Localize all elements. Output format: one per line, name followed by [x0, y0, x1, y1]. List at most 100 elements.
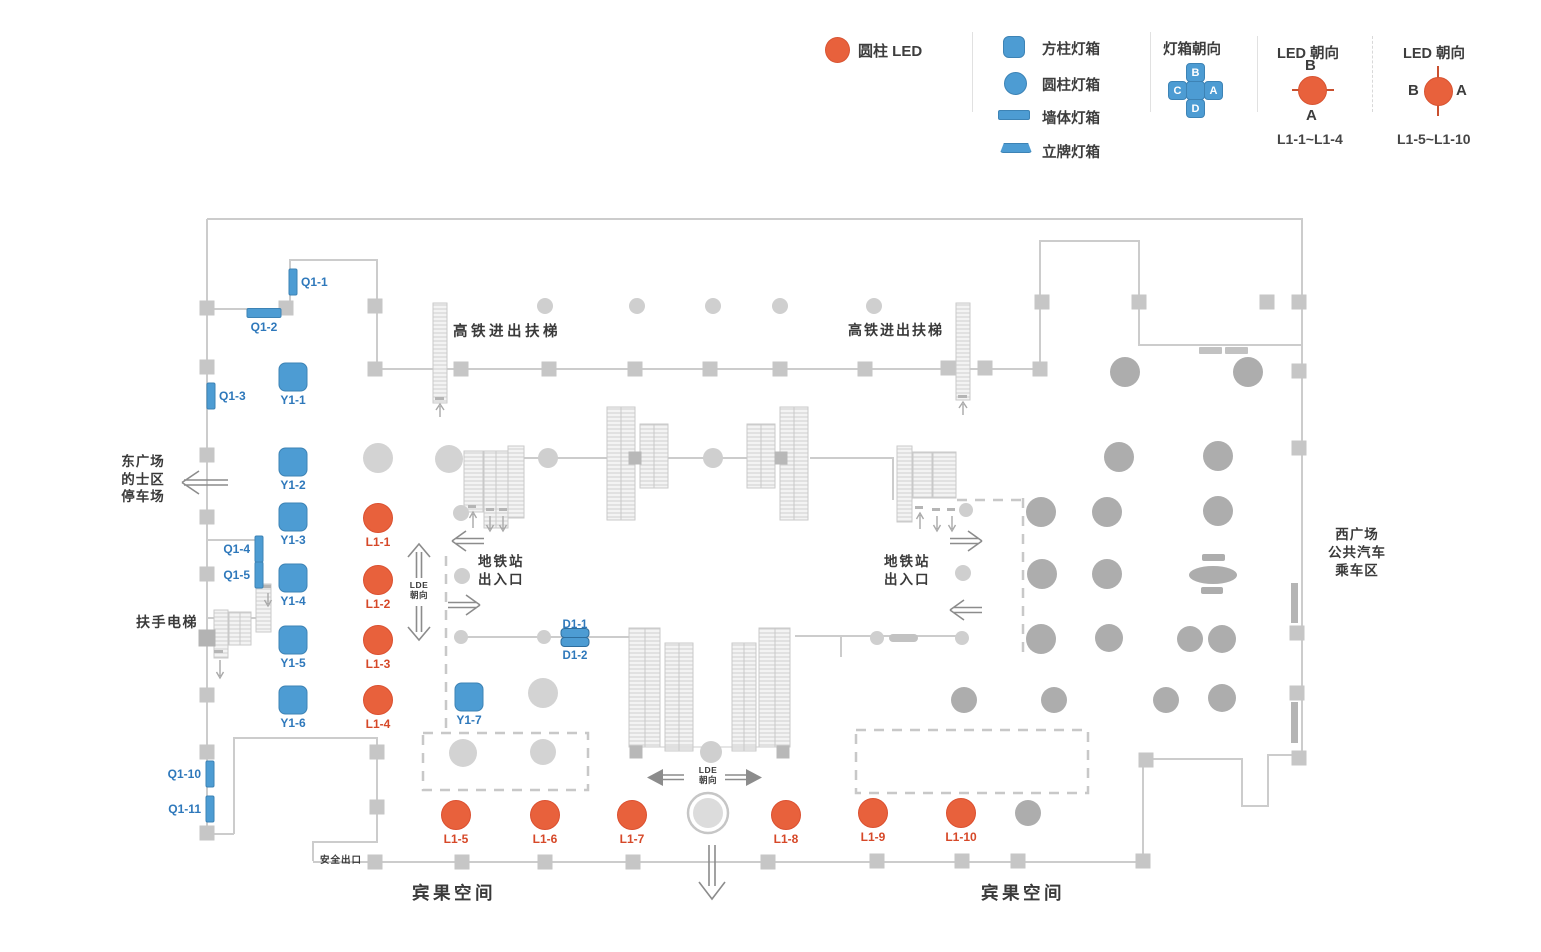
led-orientation-caption-1: L1-1~L1-4	[1277, 131, 1343, 147]
entrance-circle	[686, 791, 730, 835]
escalator-blocks	[213, 302, 971, 752]
marker-label: L1-9	[860, 830, 886, 844]
west-plaza-label: 西广场公共汽车乘车区	[1328, 527, 1386, 578]
wall-lightbox-q1-10	[205, 760, 215, 788]
bingo-space-label-left: 宾果空间	[412, 883, 496, 903]
led-cylinder-l1-2	[363, 565, 393, 595]
marker-label: L1-2	[365, 597, 391, 611]
square-lightbox-y1-4	[278, 563, 308, 593]
legend-divider	[972, 32, 973, 112]
square-lightbox-y1-1	[278, 362, 308, 392]
marker-label: L1-4	[365, 717, 391, 731]
led-cylinder-l1-1	[363, 503, 393, 533]
lightbox-orientation-title: 灯箱朝向	[1163, 42, 1221, 58]
legend-stand-lightbox-label: 立牌灯箱	[1042, 145, 1100, 161]
safety-exit-label: 安全出口	[320, 855, 363, 866]
wall-lightbox-q1-3	[206, 382, 216, 410]
light-pillar-circles	[363, 443, 558, 767]
orientation-cell-center	[1186, 81, 1205, 100]
column-squares	[198, 294, 1307, 870]
led-cylinder-l1-8	[771, 800, 801, 830]
led-orientation-title-1: LED 朝向	[1277, 46, 1340, 62]
metro-entrance-label-right: 地铁站出入口	[884, 554, 931, 587]
legend-divider	[1150, 32, 1151, 112]
square-lightbox-y1-7	[454, 682, 484, 712]
led-orientation-caption-2: L1-5~L1-10	[1397, 131, 1471, 147]
square-lightbox-y1-3	[278, 502, 308, 532]
marker-label: Q1-3	[219, 389, 246, 403]
stand-lightbox-d1-2	[560, 637, 590, 647]
marker-label: Y1-3	[280, 533, 306, 547]
pillar-circles	[889, 347, 1298, 826]
square-lightbox-y1-6	[278, 685, 308, 715]
led-cylinder-l1-3	[363, 625, 393, 655]
east-plaza-label: 东广场的士区停车场	[121, 454, 165, 504]
metro-entrance-label-left: 地铁站出入口	[478, 554, 525, 587]
led-letter-top: B	[1305, 57, 1316, 74]
marker-label: L1-5	[443, 832, 469, 846]
legend-square-lightbox-label: 方柱灯箱	[1042, 42, 1100, 58]
cylinder-lightbox-icon	[1004, 72, 1027, 95]
legend-divider	[1372, 36, 1373, 112]
marker-label: L1-3	[365, 657, 391, 671]
legend-cylinder-led-label: 圆柱 LED	[858, 43, 923, 60]
marker-label: L1-6	[532, 832, 558, 846]
marker-label: Y1-2	[280, 478, 306, 492]
marker-label: D1-2	[562, 650, 588, 662]
wall-lightbox-q1-4	[254, 535, 264, 563]
marker-label: Y1-7	[456, 713, 482, 727]
marker-label: L1-1	[365, 535, 391, 549]
small-node-circles	[453, 298, 973, 763]
led-cylinder-l1-5	[441, 800, 471, 830]
marker-label: Q1-5	[223, 568, 250, 582]
led-orientation-title-2: LED 朝向	[1403, 46, 1466, 62]
legend-wall-lightbox-label: 墙体灯箱	[1042, 111, 1100, 127]
orientation-cell-right: A	[1204, 81, 1223, 100]
led-letter-right: A	[1456, 82, 1467, 99]
wall-lightbox-q1-1	[288, 268, 298, 296]
led-cylinder-l1-10	[946, 798, 976, 828]
marker-label: Y1-1	[280, 393, 306, 407]
marker-label: Q1-10	[167, 767, 201, 781]
led-cylinder-l1-6	[530, 800, 560, 830]
direction-arrows	[181, 470, 983, 901]
marker-label: L1-8	[773, 832, 799, 846]
led-cylinder-l1-4	[363, 685, 393, 715]
handrail-escalator-label: 扶手电梯	[136, 614, 198, 630]
led-circle-icon	[1424, 77, 1453, 106]
dashed-zone-lines	[421, 498, 1090, 795]
square-lightbox-y1-5	[278, 625, 308, 655]
orientation-cell-left: C	[1168, 81, 1187, 100]
square-lightbox-y1-2	[278, 447, 308, 477]
wall-lightbox-q1-5	[254, 561, 264, 589]
orientation-cell-bottom: D	[1186, 99, 1205, 118]
marker-label: L1-10	[945, 830, 977, 844]
led-letter-bottom: A	[1306, 107, 1317, 124]
cylinder-led-icon	[825, 37, 850, 63]
marker-label: D1-1	[562, 619, 588, 631]
wall-lightbox-q1-2	[246, 308, 282, 318]
legend-divider	[1257, 36, 1258, 112]
bingo-space-label-right: 宾果空间	[981, 883, 1065, 903]
legend-cylinder-lightbox-label: 圆柱灯箱	[1042, 78, 1100, 94]
hsr-escalator-label-left: 高铁进出扶梯	[453, 324, 561, 340]
marker-label: Q1-4	[223, 542, 250, 556]
marker-label: L1-7	[619, 832, 645, 846]
led-circle-icon	[1298, 76, 1327, 105]
led-cylinder-l1-9	[858, 798, 888, 828]
marker-label: Y1-6	[280, 716, 306, 730]
wall-lightbox-icon	[998, 110, 1030, 120]
stand-lightbox-icon	[1000, 143, 1032, 153]
marker-label: Q1-2	[250, 320, 278, 334]
marker-label: Y1-4	[280, 594, 306, 608]
marker-label: Y1-5	[280, 656, 306, 670]
marker-label: Q1-1	[301, 275, 328, 289]
led-letter-left: B	[1408, 82, 1419, 99]
square-lightbox-icon	[1003, 36, 1025, 58]
led-cylinder-l1-7	[617, 800, 647, 830]
wall-lightbox-q1-11	[205, 795, 215, 823]
